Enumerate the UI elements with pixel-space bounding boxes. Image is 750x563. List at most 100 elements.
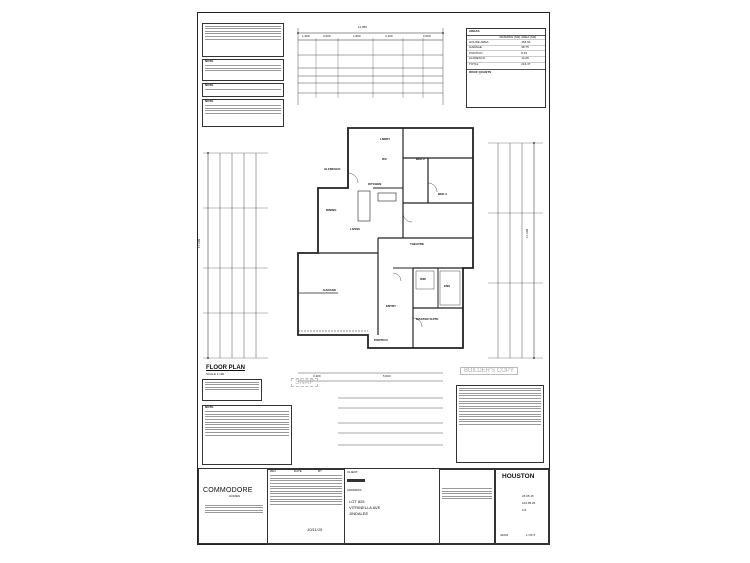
areas-cell: [499, 57, 521, 61]
notes-box-2: NOTE: [202, 59, 284, 81]
areas-cell: 14.25: [521, 56, 529, 61]
areas-cell: [499, 46, 521, 50]
areas-cell: GARAGE: [469, 45, 482, 50]
areas-cell: 156.94: [521, 39, 531, 44]
drawing-number: 43201: [500, 533, 509, 537]
revision-table: REV DATE BY: [267, 469, 345, 545]
revision-row: [270, 482, 342, 484]
snap-stamp: SNAP: [291, 378, 319, 387]
room-living: LIVING: [350, 227, 361, 231]
notes-box-1: [202, 23, 284, 57]
revision-row: [270, 477, 342, 479]
revision-row: [270, 490, 342, 492]
drawing-info-block: [439, 469, 495, 545]
signature-date: 10/11/15: [307, 527, 323, 532]
top-dim-3: 1,800: [353, 34, 361, 38]
room-ensuite: ENS: [444, 284, 451, 288]
revision-row: [270, 480, 342, 482]
note-header-3: NOTE: [205, 99, 214, 103]
room-portico: PORTICO: [374, 338, 388, 342]
revision-row: [270, 493, 342, 495]
room-wc: WC: [382, 157, 387, 161]
areas-header-cell: AREA (M2): [521, 34, 537, 39]
sheet-number: 1 OF 5: [526, 533, 536, 537]
top-dim-4: 3,100: [385, 34, 393, 38]
revision-header-cell: REV: [270, 469, 277, 473]
revision-row: [270, 498, 342, 500]
areas-row: HOUSE AREA 156.94: [467, 39, 545, 45]
areas-cell: PORTICO: [469, 50, 483, 55]
note-header-4: NOTE: [205, 405, 214, 409]
floor-plan-label: FLOOR PLAN: [206, 365, 245, 371]
company-sub: HOMES: [229, 494, 241, 498]
notes-box-3: NOTE: [202, 83, 284, 97]
note-header-2: NOTE: [205, 83, 214, 87]
areas-header-cell: FRAMING (M2): [499, 34, 521, 39]
revision-row: [270, 485, 342, 487]
areas-row: ALFRESCO 14.25: [467, 55, 545, 62]
revision-header-row: REV DATE BY: [268, 469, 344, 474]
areas-cell: TOTAL: [469, 62, 479, 67]
bottom-dim-2: 5,600: [383, 374, 391, 378]
top-dim-2: 3,000: [323, 34, 331, 38]
room-lndry: LNDRY: [380, 137, 391, 141]
room-alfresco: ALFRESCO: [324, 167, 341, 171]
areas-row: TOTAL 216.37: [467, 61, 545, 68]
revision-header-cell: BY: [318, 469, 323, 473]
address-label: ADDRESS: [347, 488, 362, 492]
room-bed3: BED 3: [438, 192, 447, 196]
revision-row: [270, 501, 342, 503]
room-bed2: BED 2: [416, 157, 425, 161]
areas-table-title: AREAS: [467, 29, 545, 36]
areas-cell: 38.75: [521, 45, 529, 50]
revision-row: [270, 488, 342, 490]
revision-row: [270, 475, 342, 477]
address-line-2: VITRINELLA AVE: [349, 505, 381, 510]
revision-row: [270, 503, 342, 505]
top-dim-5: 2,600: [423, 34, 431, 38]
note-header-1: NOTE: [205, 59, 214, 63]
areas-cell: [499, 63, 521, 67]
house-info-block: HOUSTON 26.05.15 104.05.26 1/2 43201 1 O…: [495, 469, 550, 545]
notes-box-7: [456, 385, 544, 463]
revision-number: 1/2: [522, 508, 527, 512]
builders-copy-stamp: BUILDER'S COPY: [460, 367, 518, 375]
overall-width-dim: 11,950: [358, 25, 367, 29]
room-entry: ENTRY: [386, 304, 397, 308]
revision-row: [270, 495, 342, 497]
floor-plan-scale: SCALE 1:100: [206, 372, 225, 376]
revision-header-cell: DATE: [294, 469, 302, 473]
areas-cell: [499, 41, 521, 45]
room-kitchen: KITCHEN: [368, 182, 382, 186]
drawing-sheet: 11,950 1,300 3,000 1,800 3,100 2,600 17,…: [197, 12, 550, 545]
floor-plan-drawing: [203, 28, 543, 446]
room-master-suite: MASTER SUITE: [416, 317, 439, 321]
notes-box-5: [202, 379, 262, 401]
room-dining: DINING: [326, 208, 337, 212]
overall-depth-dim-left: 17,299: [197, 238, 201, 248]
areas-cell: [499, 52, 521, 56]
address-line-3: JINDALEE: [349, 511, 369, 516]
room-theatre: THEATRE: [410, 242, 424, 246]
room-garage: GARAGE: [323, 288, 337, 292]
roof-quants-title: ROOF QUANTS: [467, 69, 545, 76]
date-2: 104.05.26: [522, 501, 536, 505]
client-redaction: [347, 479, 365, 482]
address-line-1: LOT 825: [349, 499, 365, 504]
date-1: 26.05.15: [522, 494, 534, 498]
areas-row: GARAGE 38.75: [467, 44, 545, 51]
notes-box-4: NOTE: [202, 99, 284, 127]
areas-cell: HOUSE AREA: [469, 39, 489, 44]
client-label: CLIENT: [347, 470, 358, 474]
areas-header-row: FRAMING (M2)AREA (M2): [467, 34, 545, 40]
room-wir: WIR: [420, 277, 426, 281]
areas-cell: ALFRESCO: [469, 56, 486, 61]
company-name: COMMODORE: [203, 487, 253, 494]
title-block: COMMODORE HOMES REV DATE BY CLIENT ADDRESS…: [198, 468, 550, 545]
notes-box-6: NOTE: [202, 405, 292, 465]
areas-header-cell: [469, 36, 499, 40]
areas-cell: 216.37: [521, 62, 531, 67]
top-dim-1: 1,300: [302, 34, 310, 38]
